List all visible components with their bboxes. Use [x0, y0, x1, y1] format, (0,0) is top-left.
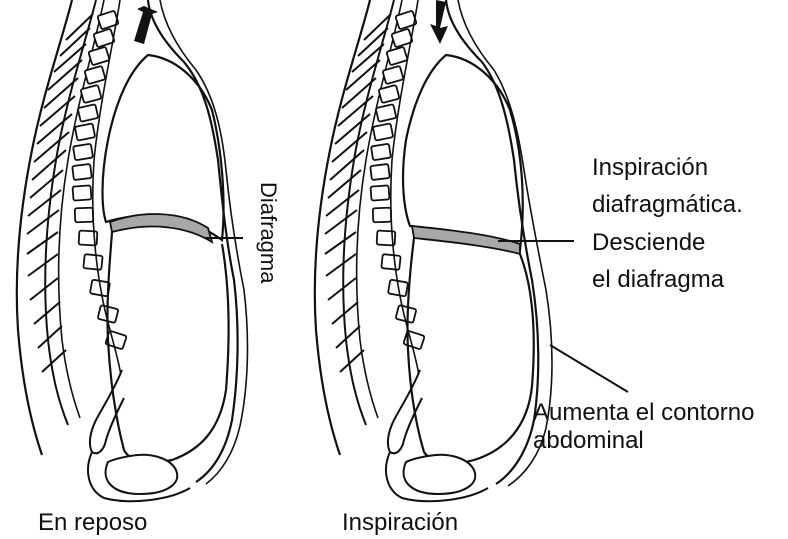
rest-thoracic-cavity — [103, 55, 224, 240]
insp-abdominal-cavity — [407, 238, 533, 463]
diaphragm-note-line-3: Desciende — [592, 228, 705, 258]
insp-sacrum — [388, 370, 422, 453]
insp-back-contour — [315, 0, 370, 455]
diaphragm-label-text: Diafragma — [254, 182, 282, 283]
diaphragm-label: Diafragma — [253, 182, 283, 300]
rest-sacrum — [90, 370, 124, 453]
down-arrow-icon — [430, 0, 448, 44]
caption-rest: En reposo — [38, 508, 147, 538]
rest-pelvis — [106, 455, 178, 494]
rest-back-contour — [17, 0, 72, 455]
caption-inspiration: Inspiración — [342, 508, 458, 538]
abdomen-note-line-2: abdominal — [533, 426, 644, 456]
rest-panel — [17, 0, 248, 501]
insp-abdomen-leader — [550, 345, 628, 392]
abdomen-note-line-1: Aumenta el contorno — [533, 398, 754, 428]
diaphragm-note-line-4: el diafragma — [592, 265, 724, 295]
insp-thoracic-cavity — [403, 55, 523, 250]
rest-abdominal-cavity — [107, 232, 228, 462]
diaphragm-note-line-2: diafragmática. — [592, 190, 743, 220]
up-arrow-icon — [134, 6, 158, 44]
diaphragm-note-line-1: Inspiración — [592, 153, 708, 183]
insp-pelvis — [404, 455, 476, 494]
